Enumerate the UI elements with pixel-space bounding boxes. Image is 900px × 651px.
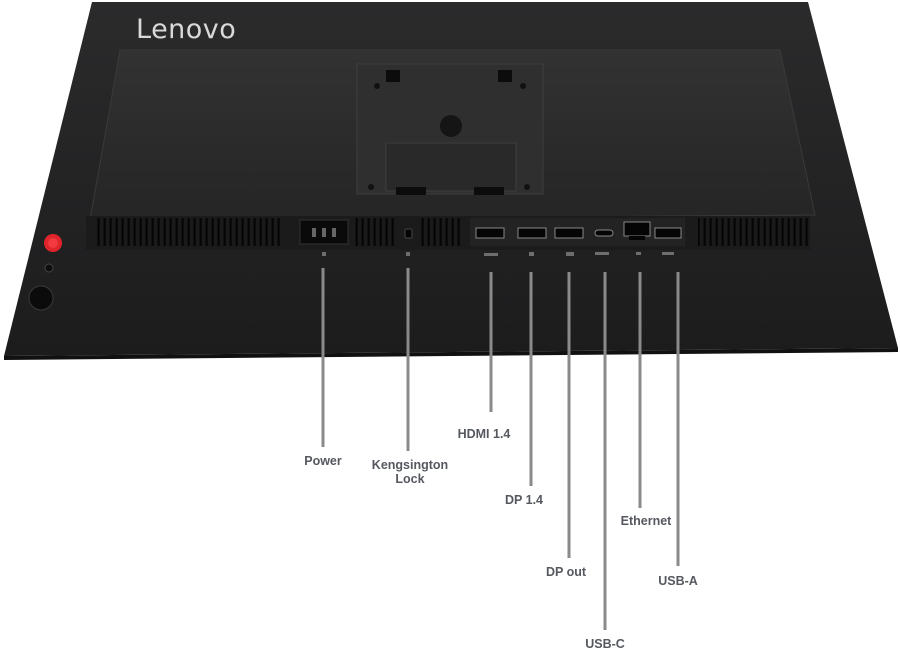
joystick-button[interactable] bbox=[28, 285, 54, 311]
dp-in-port bbox=[517, 227, 547, 239]
lenovo-logo: Lenovo bbox=[136, 14, 237, 45]
power-port bbox=[299, 219, 349, 245]
indicator-led bbox=[44, 263, 54, 273]
label-dp-out: DP out bbox=[545, 565, 587, 579]
ethernet-port bbox=[623, 221, 651, 240]
label-dp-in: DP 1.4 bbox=[505, 493, 543, 507]
dp-out-port bbox=[554, 227, 584, 239]
side-controls bbox=[28, 234, 62, 311]
io-strip bbox=[86, 216, 810, 250]
hdmi-port bbox=[475, 227, 505, 239]
label-kensington-lock: Kengsington Lock bbox=[371, 458, 449, 486]
label-power: Power bbox=[304, 454, 342, 468]
port-silk-marks bbox=[322, 252, 674, 256]
label-usb-c: USB-C bbox=[585, 637, 625, 651]
label-ethernet: Ethernet bbox=[620, 514, 672, 528]
kensington-lock-slot bbox=[404, 228, 413, 239]
label-usb-a: USB-A bbox=[658, 574, 698, 588]
vesa-mount-plate bbox=[356, 63, 544, 195]
label-hdmi: HDMI 1.4 bbox=[457, 427, 511, 441]
usb-c-port bbox=[594, 229, 614, 237]
usb-a-port bbox=[654, 227, 682, 239]
